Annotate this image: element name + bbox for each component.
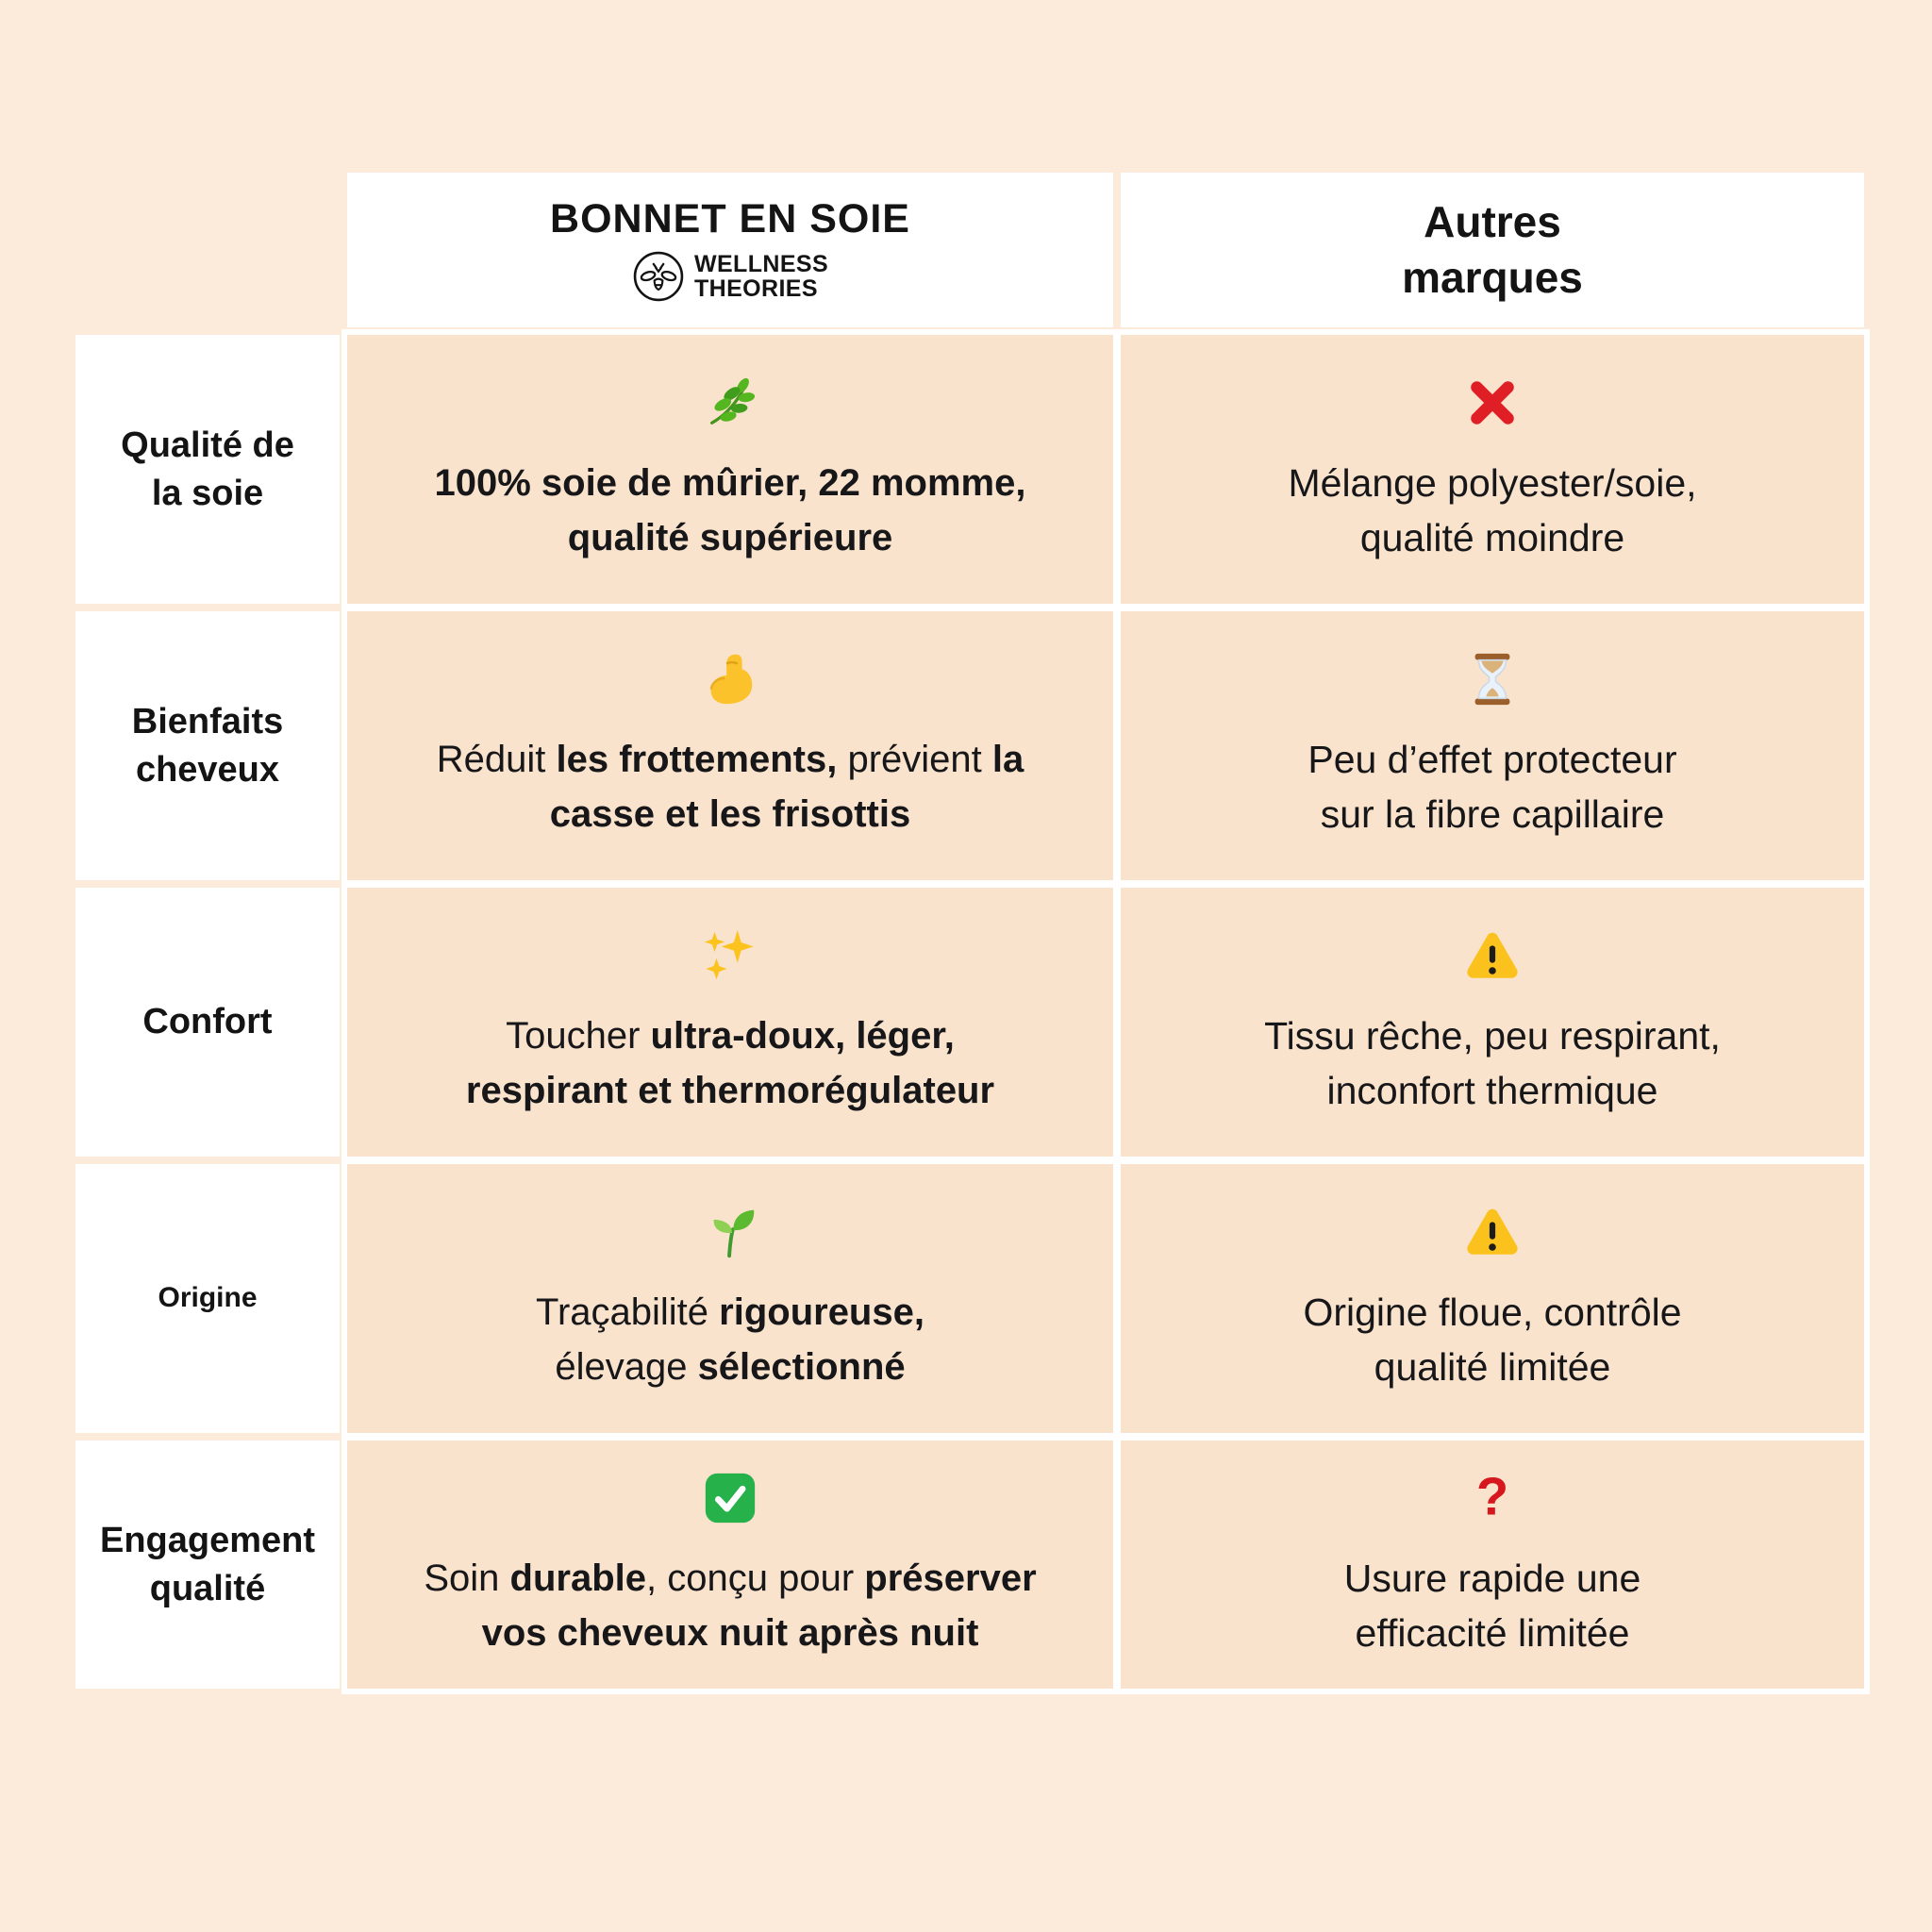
text-segment: vos cheveux nuit après nuit [481,1612,979,1654]
text-segment: casse et les frisottis [549,793,911,835]
ours-cell: Toucher ultra-doux, léger, respirant et t… [347,888,1113,1157]
others-column-title-line2: marques [1402,253,1583,302]
warning-icon [1463,926,1522,985]
text-segment: les frottements, [556,739,838,780]
text-segment: Traçabilité [536,1291,720,1333]
text-segment: préserver [864,1557,1037,1599]
row-label-cell: Origine [75,1164,340,1433]
ours-column-title: BONNET EN SOIE [550,195,910,242]
others-cell-text: Tissu rêche, peu respirant,inconfort the… [1264,1013,1721,1112]
row-label: Origine [158,1282,258,1314]
ours-cell-text: Traçabilité rigoureuse, élevage sélection… [536,1285,924,1394]
flexed-biceps-icon [701,650,759,708]
ours-cell-text: 100% soie de mûrier, 22 momme, qualité su… [435,456,1026,565]
brand-name-line1: WELLNESS [693,250,829,277]
column-header-others: Autres marques [1121,173,1864,327]
text-segment: 100% soie de mûrier, 22 momme, [434,462,1026,504]
warning-icon [1463,1203,1522,1261]
check-box-icon [701,1469,759,1527]
text-segment: qualité supérieure [567,517,893,558]
others-cell: Tissu rêche, peu respirant,inconfort the… [1121,888,1864,1157]
text-segment: respirant et thermorégulateur [465,1070,995,1111]
text-segment: Réduit [436,739,557,780]
ours-cell-text: Soin durable, conçu pour préserver vos ch… [424,1551,1036,1660]
text-segment: prévient [837,739,992,780]
hourglass-icon [1463,650,1522,708]
column-header-ours: BONNET EN SOIE WELLNESS THEORIES [347,173,1113,327]
text-segment: durable [509,1557,647,1599]
text-segment: rigoureuse, [719,1291,924,1333]
brand-name: WELLNESS THEORIES [693,250,829,303]
others-column-title-line1: Autres [1424,197,1561,247]
brand-name-line2: THEORIES [693,275,818,303]
bee-logo-icon [632,250,685,303]
ours-cell-text: Réduit les frottements, prévient la casse… [437,732,1024,841]
comparison-table: BONNET EN SOIE WELLNESS THEORIES Autres … [75,173,1864,1689]
ours-cell: Réduit les frottements, prévient la casse… [347,611,1113,880]
others-cell-text: Mélange polyester/soie,qualité moindre [1288,460,1697,559]
text-segment: sélectionné [697,1346,906,1388]
row-label-cell: Confort [75,888,340,1157]
seedling-icon [701,1203,759,1261]
ours-cell: Soin durable, conçu pour préserver vos ch… [347,1441,1113,1689]
question-mark-icon [1463,1469,1522,1527]
brand-lockup: WELLNESS THEORIES [632,250,828,303]
text-segment: ultra-doux, léger, [650,1015,955,1057]
text-segment: , conçu pour [646,1557,865,1599]
row-label: Confort [142,1002,273,1042]
ours-cell: Traçabilité rigoureuse, élevage sélection… [347,1164,1113,1433]
sparkles-icon [701,926,759,985]
text-segment: élevage [555,1346,698,1388]
text-segment: Soin [424,1557,510,1599]
cross-mark-icon [1463,374,1522,432]
text-segment: la [991,739,1024,780]
others-cell: Mélange polyester/soie,qualité moindre [1121,335,1864,604]
text-segment: Toucher [506,1015,651,1057]
herb-icon [701,374,759,432]
ours-cell: 100% soie de mûrier, 22 momme, qualité su… [347,335,1113,604]
table-corner-spacer [75,173,340,327]
ours-cell-text: Toucher ultra-doux, léger, respirant et t… [466,1008,994,1118]
